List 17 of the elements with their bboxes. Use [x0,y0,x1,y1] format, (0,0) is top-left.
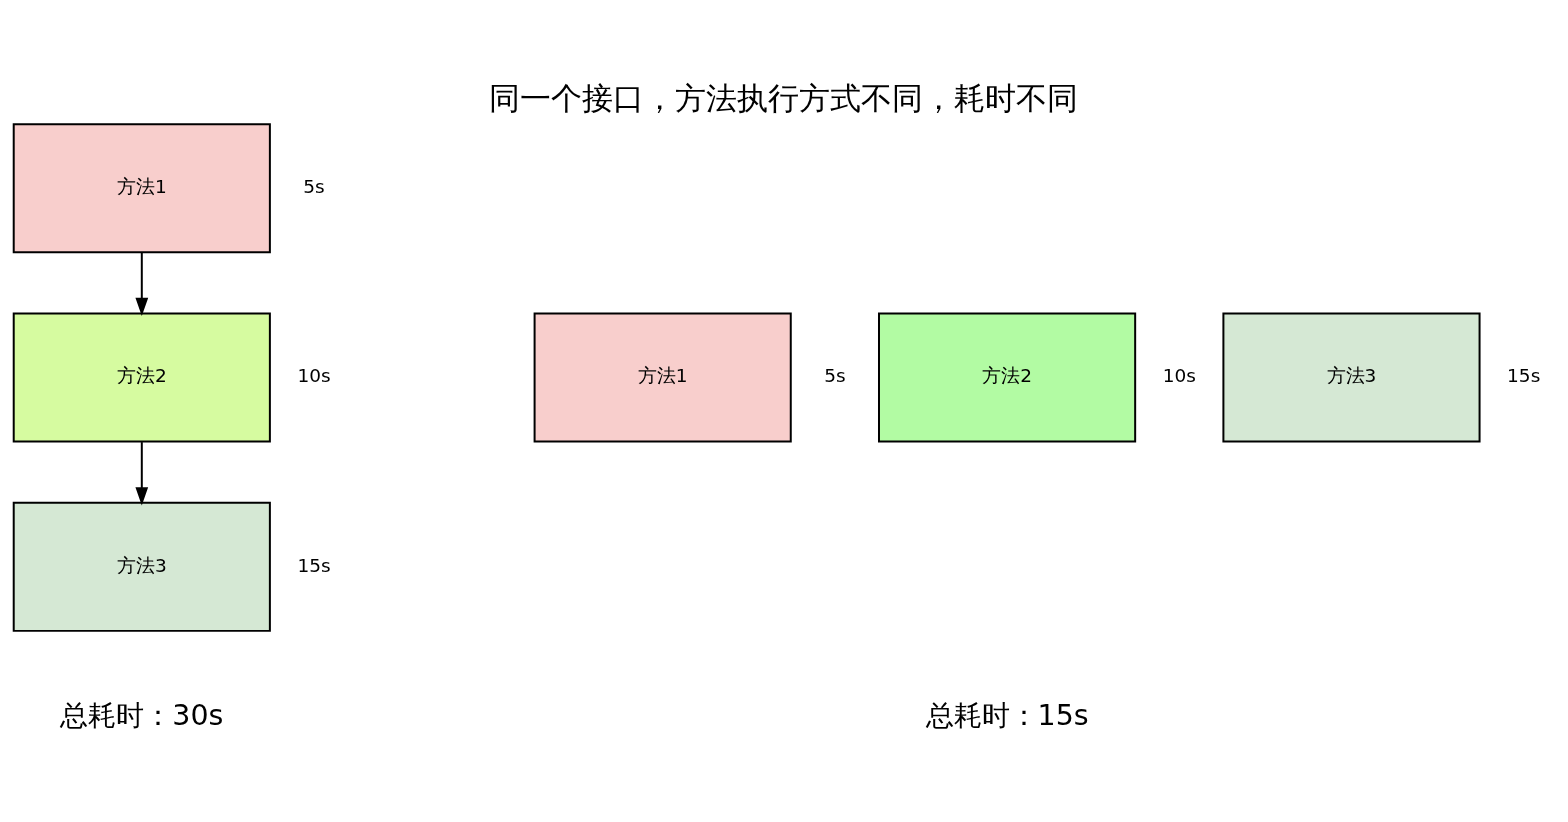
node-box: 方法3 [1222,312,1481,443]
arrow [135,251,149,317]
node-label: 15s [1507,365,1541,387]
node-label: 15s [297,554,331,576]
arrow [135,441,149,506]
node-label: 5s [824,365,846,387]
node-label: 10s [297,365,331,387]
node-box: 方法2 [12,312,271,443]
node-box: 方法2 [878,312,1137,443]
node-label: 10s [1162,365,1196,387]
label: 总耗时：15s [925,698,1089,732]
node-label: 5s [303,176,325,198]
node-box: 方法1 [12,123,271,254]
node-box: 方法3 [12,501,271,632]
label: 总耗时：30s [60,698,224,732]
node-box: 方法1 [533,312,792,443]
diagram-title: 同一个接口，方法执行方式不同，耗时不同 [489,80,1079,117]
